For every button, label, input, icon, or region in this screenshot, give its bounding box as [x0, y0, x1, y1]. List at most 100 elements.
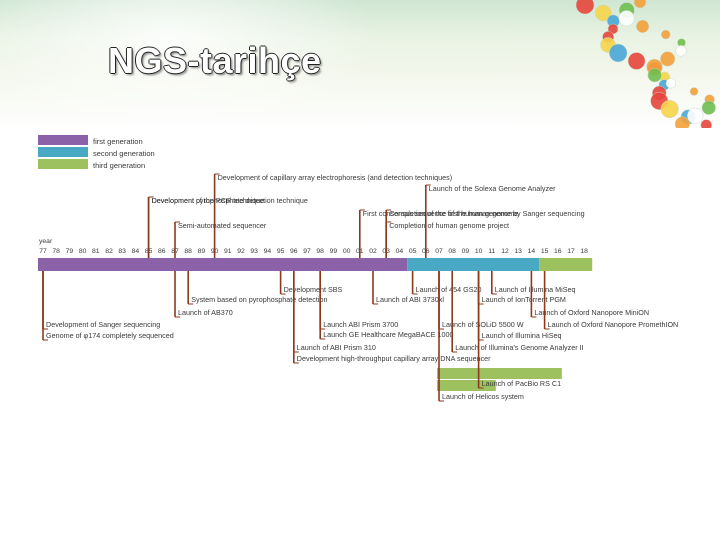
event-label: Launch of SOLiD 5500 W: [442, 320, 524, 329]
year-tick-label: 89: [198, 248, 206, 255]
event-label: First consensus sequence of the human ge…: [363, 209, 518, 218]
helix-bead: [633, 0, 647, 9]
helix-bead: [575, 0, 595, 15]
year-tick-label: 83: [118, 248, 126, 255]
year-tick-label: 10: [475, 248, 483, 255]
event-label: Launch of Illumina's Genome Analyzer II: [455, 343, 583, 352]
helix-bead: [636, 19, 650, 33]
event-label: Launch of Helicos system: [442, 392, 524, 401]
event-label: Completion of human genome project: [389, 221, 509, 230]
event-label: Launch of PacBio RS C1: [482, 379, 562, 388]
pacbio-range-band: [437, 368, 562, 379]
year-tick-label: 08: [448, 248, 456, 255]
timeline-bar: [38, 258, 593, 271]
header-glow: [0, 0, 380, 128]
year-tick-label: 78: [52, 248, 60, 255]
year-tick-label: 02: [369, 248, 377, 255]
year-tick-label: 93: [250, 248, 258, 255]
dna-helix-graphic: [575, 0, 716, 128]
slide-header: NGS-tarihçe: [0, 0, 720, 128]
year-tick-label: 82: [105, 248, 113, 255]
event-label: Launch of ABI 3730xl: [376, 295, 444, 304]
event-label: Launch of the Solexa Genome Analyzer: [429, 184, 556, 193]
year-tick-label: 17: [567, 248, 575, 255]
year-tick-label: 09: [462, 248, 470, 255]
second-generation-segment: [407, 258, 540, 271]
helix-bead: [689, 87, 699, 96]
helix-bead: [674, 116, 690, 128]
year-tick-label: 12: [501, 248, 509, 255]
year-tick-label: 15: [541, 248, 549, 255]
year-tick-label: 16: [554, 248, 562, 255]
year-tick-label: 88: [184, 248, 192, 255]
year-tick-label: 04: [396, 248, 404, 255]
legend-swatch: [38, 135, 88, 145]
helix-bead: [660, 51, 676, 67]
event-label: Development SBS: [284, 285, 343, 294]
year-tick-label: 92: [237, 248, 245, 255]
helix-bead: [687, 107, 704, 125]
year-tick-label: 05: [409, 248, 417, 255]
year-tick-label: 80: [79, 248, 87, 255]
legend-label: first generation: [93, 137, 143, 146]
event-label: Launch of Oxford Nanopore PromethION: [548, 320, 679, 329]
ngs-history-timeline: first generation second generation third g…: [38, 135, 679, 402]
event-label: Launch of 454 GS20: [416, 285, 482, 294]
event-label: Development high-throughput capillary ar…: [297, 354, 491, 363]
event-label: Genome of φ174 completely sequenced: [46, 331, 174, 340]
event-label: Semi-automated sequencer: [178, 221, 267, 230]
year-tick-label: 11: [488, 248, 495, 255]
year-axis-label: year: [39, 238, 53, 245]
year-tick-label: 91: [224, 248, 232, 255]
year-tick-label: 95: [277, 248, 285, 255]
helix-bead: [660, 99, 679, 119]
event-label: Launch of AB370: [178, 308, 233, 317]
legend-swatch: [38, 147, 88, 157]
year-ticks: 7778798081828384858687888990919293949596…: [39, 248, 588, 255]
event-label: Launch of IonTorrent PGM: [482, 295, 566, 304]
event-label: Development of capillary array electroph…: [218, 173, 453, 182]
helix-bead: [660, 29, 671, 40]
legend: first generation second generation third g…: [38, 135, 155, 170]
helix-bead: [701, 100, 716, 115]
year-tick-label: 99: [330, 248, 338, 255]
legend-swatch: [38, 159, 88, 169]
year-tick-label: 14: [528, 248, 536, 255]
event-label: Launch of ABI Prism 310: [297, 343, 376, 352]
legend-label: third generation: [93, 161, 145, 170]
helicos-range-band: [437, 380, 496, 391]
year-tick-label: 07: [435, 248, 443, 255]
event-label: Development of the PCR technique: [152, 196, 265, 205]
helix-bead: [609, 43, 628, 63]
year-tick-label: 00: [343, 248, 351, 255]
helix-bead: [665, 78, 677, 89]
helix-bead: [700, 119, 712, 128]
year-tick-label: 96: [290, 248, 298, 255]
timeline-events: Development of capillary array electroph…: [42, 173, 679, 402]
legend-label: second generation: [93, 149, 155, 158]
event-label: System based on pyrophosphate detection: [191, 295, 327, 304]
year-tick-label: 98: [316, 248, 324, 255]
third-generation-segment: [539, 258, 593, 271]
helix-bead: [627, 52, 646, 70]
helix-bead: [618, 10, 635, 27]
helix-bead: [675, 45, 687, 57]
year-tick-label: 86: [158, 248, 166, 255]
event-label: Launch of Illumina MiSeq: [495, 285, 576, 294]
year-tick-label: 79: [66, 248, 74, 255]
event-label: Development pyrophosphate detection tech…: [152, 196, 308, 205]
helix-bead: [647, 68, 662, 83]
year-tick-label: 18: [580, 248, 588, 255]
event-label: Launch of Illumina HiSeq: [482, 331, 562, 340]
event-label: Completion of the first human genome by …: [389, 209, 584, 218]
year-tick-label: 97: [303, 248, 311, 255]
event-label: Launch ABI Prism 3700: [323, 320, 398, 329]
year-tick-label: 81: [92, 248, 100, 255]
event-label: Launch of Oxford Nanopore MiniON: [534, 308, 649, 317]
year-tick-label: 94: [264, 248, 272, 255]
helix-bead: [594, 4, 612, 22]
year-tick-label: 84: [132, 248, 140, 255]
event-label: Development of Sanger sequencing: [46, 320, 160, 329]
year-tick-label: 13: [514, 248, 522, 255]
first-generation-segment: [38, 258, 408, 271]
